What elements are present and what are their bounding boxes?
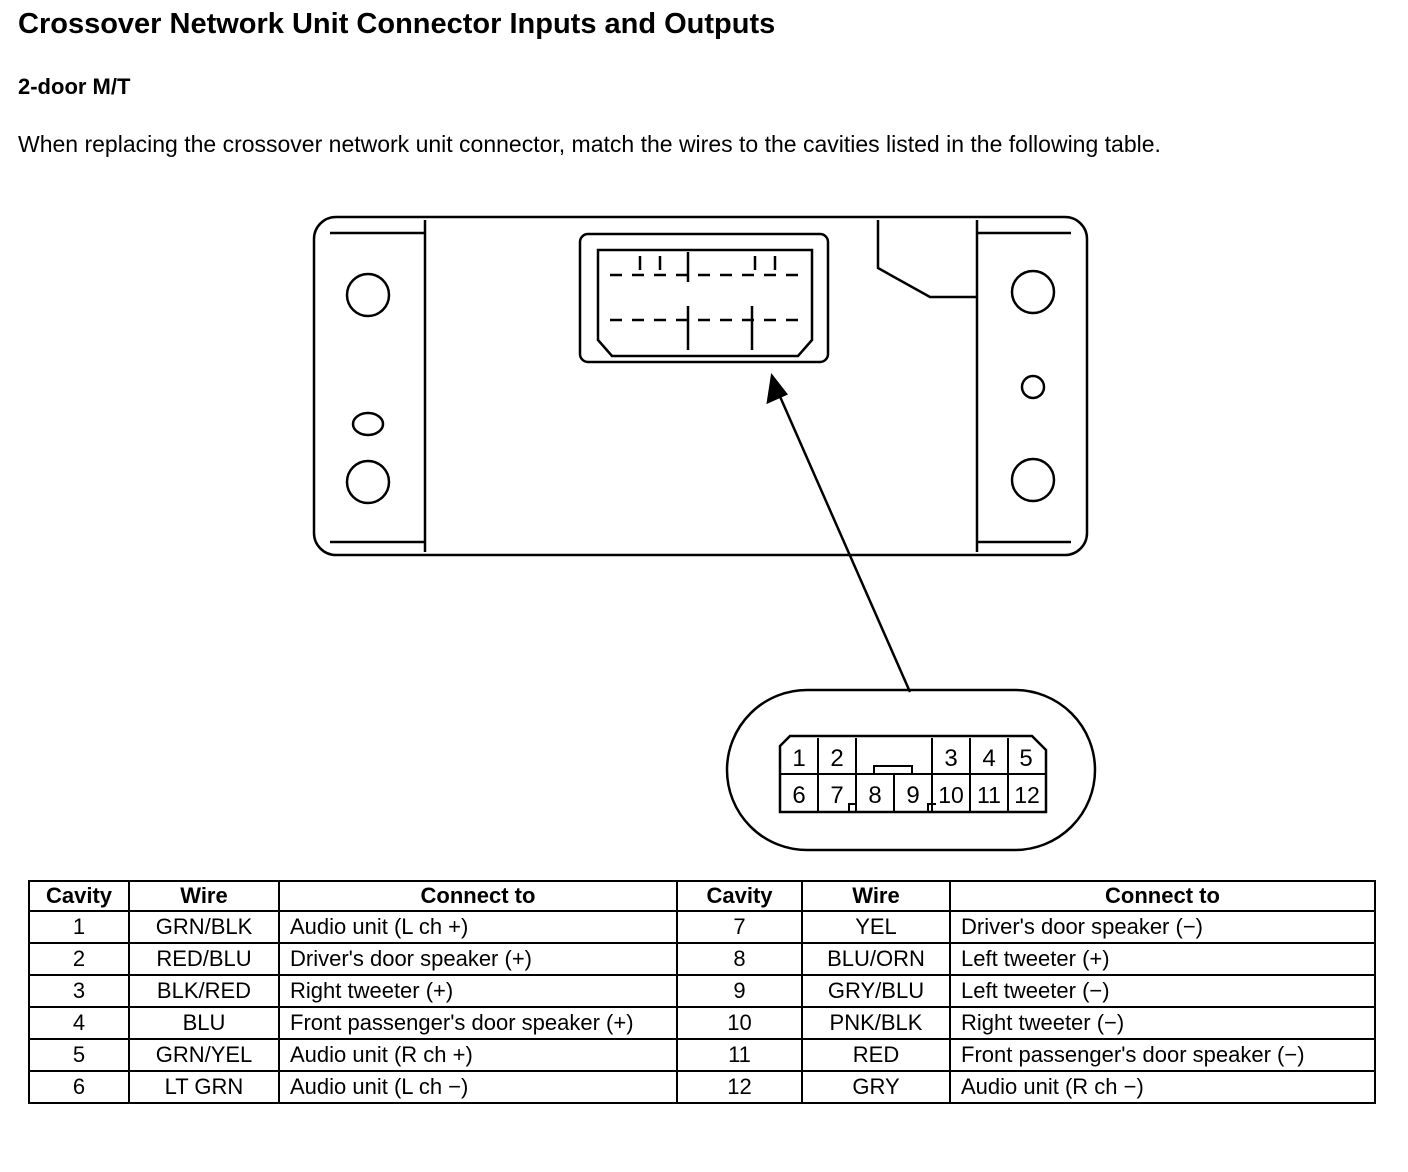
table-row: 4 BLU Front passenger's door speaker (+)…: [28, 1006, 1376, 1040]
wire-cell: GRN/BLK: [128, 910, 280, 944]
connect-to-cell: Driver's door speaker (+): [278, 942, 678, 976]
wire-cell: GRY/BLU: [801, 974, 951, 1008]
wire-cell: LT GRN: [128, 1070, 280, 1104]
pin-label: 5: [1019, 745, 1032, 772]
cavity-cell: 9: [676, 974, 803, 1008]
connect-to-cell: Driver's door speaker (−): [949, 910, 1376, 944]
wire-cell: YEL: [801, 910, 951, 944]
cavity-cell: 8: [676, 942, 803, 976]
connect-to-cell: Audio unit (R ch −): [949, 1070, 1376, 1104]
column-header: Wire: [801, 880, 951, 912]
crossover-unit-diagram: 1 2 3 4 5 6 7 8 9 10 11 12: [312, 215, 1097, 852]
wire-cell: RED: [801, 1038, 951, 1072]
connect-to-cell: Front passenger's door speaker (+): [278, 1006, 678, 1040]
cavity-cell: 4: [28, 1006, 130, 1040]
cavity-cell: 3: [28, 974, 130, 1008]
cavity-cell: 10: [676, 1006, 803, 1040]
wire-cell: GRY: [801, 1070, 951, 1104]
column-header: Cavity: [28, 880, 130, 912]
wire-cell: BLK/RED: [128, 974, 280, 1008]
column-header: Wire: [128, 880, 280, 912]
intro-text: When replacing the crossover network uni…: [18, 131, 1161, 157]
pin-label: 2: [830, 745, 843, 772]
column-header: Cavity: [676, 880, 803, 912]
table-row: 5 GRN/YEL Audio unit (R ch +) 11 RED Fro…: [28, 1038, 1376, 1072]
pin-label: 9: [906, 782, 919, 809]
section-subtitle: 2-door M/T: [18, 74, 131, 99]
pin-label: 7: [830, 782, 843, 809]
connect-to-cell: Right tweeter (+): [278, 974, 678, 1008]
pin-label: 3: [944, 745, 957, 772]
connect-to-cell: Audio unit (L ch +): [278, 910, 678, 944]
connect-to-cell: Front passenger's door speaker (−): [949, 1038, 1376, 1072]
table-row: 3 BLK/RED Right tweeter (+) 9 GRY/BLU Le…: [28, 974, 1376, 1008]
table-row: 2 RED/BLU Driver's door speaker (+) 8 BL…: [28, 942, 1376, 976]
connector-face-view: 1 2 3 4 5 6 7 8 9 10 11 12: [725, 688, 1097, 852]
pin-label: 10: [938, 782, 964, 808]
pin-label: 12: [1014, 782, 1040, 808]
wire-cell: BLU: [128, 1006, 280, 1040]
pin-label: 6: [792, 782, 805, 809]
pin-label: 4: [982, 745, 995, 772]
wire-cell: GRN/YEL: [128, 1038, 280, 1072]
table-row: 6 LT GRN Audio unit (L ch −) 12 GRY Audi…: [28, 1070, 1376, 1104]
cavity-cell: 11: [676, 1038, 803, 1072]
cavity-cell: 12: [676, 1070, 803, 1104]
pin-label: 1: [792, 745, 805, 772]
table-header-row: Cavity Wire Connect to Cavity Wire Conne…: [28, 880, 1376, 912]
column-header: Connect to: [949, 880, 1376, 912]
pinout-table: Cavity Wire Connect to Cavity Wire Conne…: [28, 880, 1376, 1104]
connect-to-cell: Audio unit (R ch +): [278, 1038, 678, 1072]
pin-label: 8: [868, 782, 881, 809]
cavity-cell: 2: [28, 942, 130, 976]
wire-cell: PNK/BLK: [801, 1006, 951, 1040]
cavity-cell: 6: [28, 1070, 130, 1104]
cavity-cell: 1: [28, 910, 130, 944]
connect-to-cell: Left tweeter (−): [949, 974, 1376, 1008]
wire-cell: BLU/ORN: [801, 942, 951, 976]
leader-arrow: [766, 372, 912, 693]
crossover-unit-body: [312, 215, 1089, 557]
table-row: 1 GRN/BLK Audio unit (L ch +) 7 YEL Driv…: [28, 910, 1376, 944]
page-title: Crossover Network Unit Connector Inputs …: [18, 8, 776, 40]
cavity-cell: 7: [676, 910, 803, 944]
column-header: Connect to: [278, 880, 678, 912]
connect-to-cell: Right tweeter (−): [949, 1006, 1376, 1040]
cavity-cell: 5: [28, 1038, 130, 1072]
pin-label: 11: [977, 782, 1001, 808]
connect-to-cell: Audio unit (L ch −): [278, 1070, 678, 1104]
connect-to-cell: Left tweeter (+): [949, 942, 1376, 976]
wire-cell: RED/BLU: [128, 942, 280, 976]
